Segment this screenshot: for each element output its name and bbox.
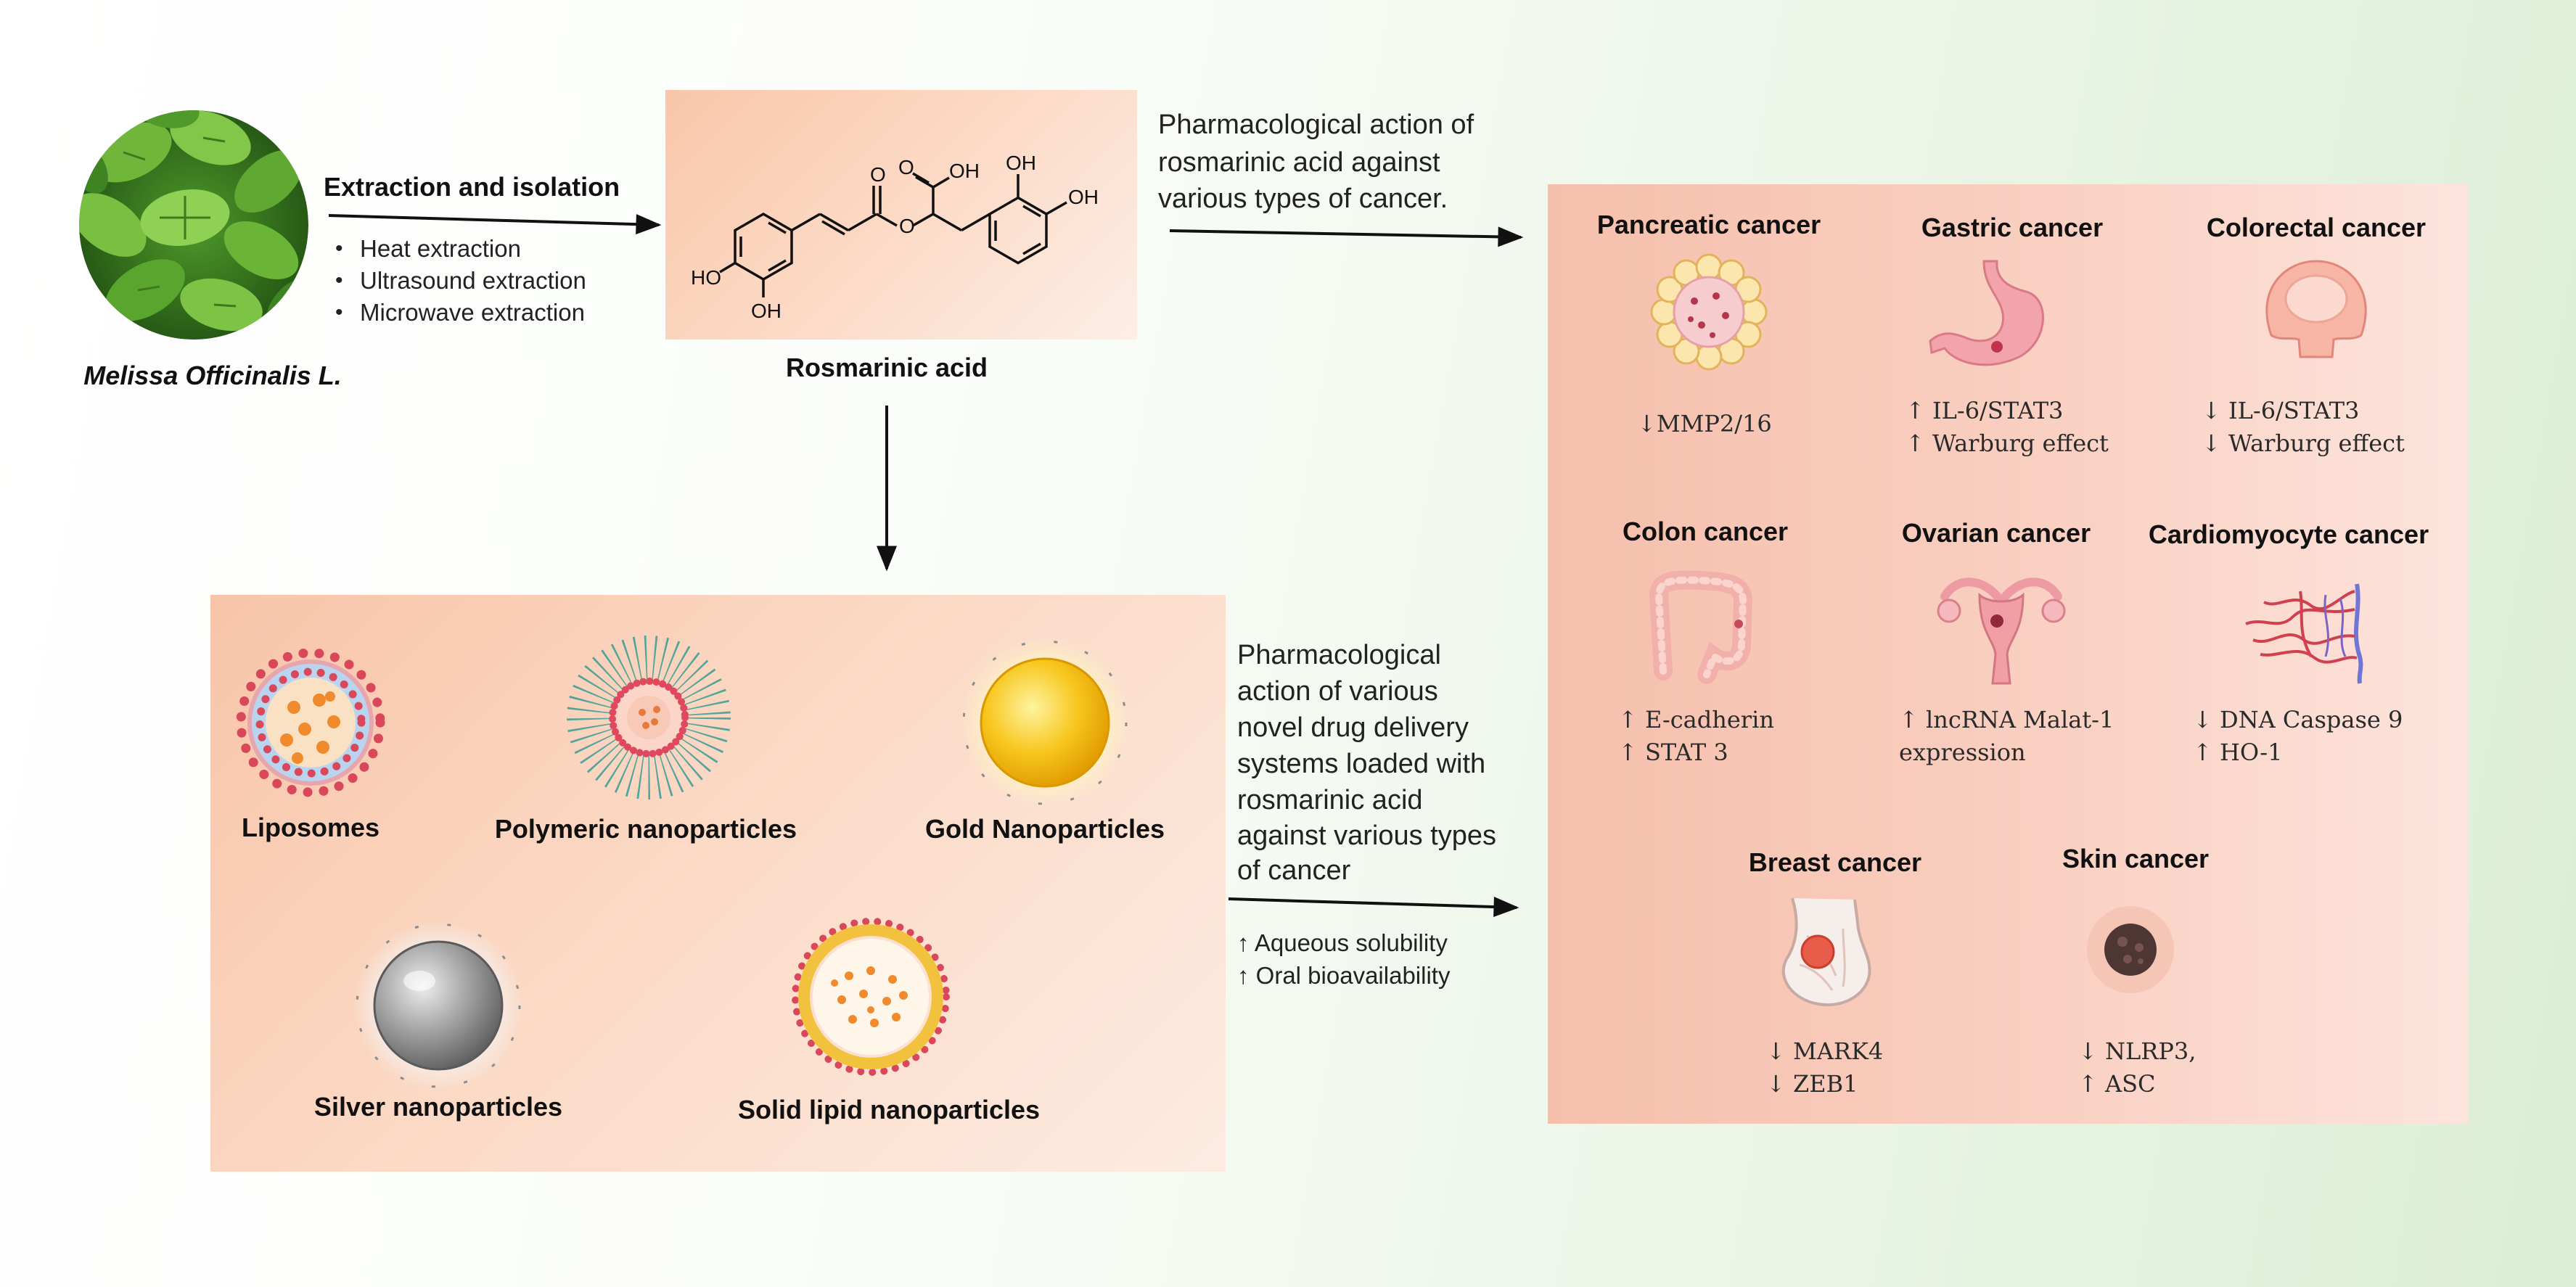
colon-icon xyxy=(1649,570,1753,684)
delivery-action-note-line: against various types xyxy=(1237,821,1496,851)
cancer-title-skin: Skin cancer xyxy=(2062,844,2210,873)
gold-nanoparticle-icon xyxy=(959,637,1131,808)
nanocarrier-label-gold: Gold Nanoparticles xyxy=(924,814,1165,844)
cancer-title-cardiomyocyte: Cardiomyocyte cancer xyxy=(2148,519,2429,549)
structure-label-ho: HO xyxy=(691,266,721,289)
cancer-effect-cardiomyocyte: ↓ DNA Caspase 9 xyxy=(2193,706,2403,733)
delivery-action-note-line: systems loaded with xyxy=(1237,749,1486,779)
cancer-effect-skin: ↑ ASC xyxy=(2078,1070,2156,1098)
pancreatic-cell-icon xyxy=(1650,253,1768,371)
polymeric-nanoparticle-icon xyxy=(567,636,731,799)
nanocarrier-label-liposomes: Liposomes xyxy=(241,813,380,842)
cancer-action-note-line: various types of cancer. xyxy=(1158,184,1448,214)
rosmarinic-acid-panel xyxy=(665,90,1137,340)
structure-label-o-acid: O xyxy=(898,156,914,178)
cancer-effect-colorectal: ↓ IL-6/STAT3 xyxy=(2202,397,2360,424)
cancer-title-gastric: Gastric cancer xyxy=(1921,213,2104,242)
structure-label-o-ester: O xyxy=(899,215,915,237)
nanocarrier-to-cancer-arrow xyxy=(1228,897,1519,918)
cancer-effect-colon: ↑ E-cadherin xyxy=(1618,706,1774,733)
colorectal-tissue-icon xyxy=(2265,260,2367,358)
nanocarrier-label-polymeric: Polymeric nanoparticles xyxy=(494,814,797,844)
nanocarrier-label-silver: Silver nanoparticles xyxy=(313,1092,563,1122)
cancer-title-colon: Colon cancer xyxy=(1622,517,1789,546)
solid-lipid-nanoparticle-icon xyxy=(792,918,950,1076)
cancer-title-ovarian: Ovarian cancer xyxy=(1901,518,2091,548)
nanocarrier-label-solid-lipid: Solid lipid nanoparticles xyxy=(737,1095,1041,1124)
lemon-balm-photo-icon xyxy=(79,110,308,340)
delivery-benefit: ↑ Aqueous solubility xyxy=(1237,929,1448,956)
cancer-action-note-line: Pharmacological action of xyxy=(1158,110,1474,140)
structure-label-oh-3: OH xyxy=(1068,186,1099,208)
cancer-effect-ovarian: ↑ lncRNA Malat-1 xyxy=(1899,706,2114,733)
structure-label-oh-acid: OH xyxy=(949,160,980,182)
compound-name: Rosmarinic acid xyxy=(785,353,988,382)
bullet-icon: • xyxy=(335,268,343,292)
delivery-benefit: ↑ Oral bioavailability xyxy=(1237,962,1451,989)
stomach-icon xyxy=(1929,260,2044,366)
liposome-icon xyxy=(236,648,385,797)
cancer-title-pancreatic: Pancreatic cancer xyxy=(1596,210,1821,239)
bullet-icon: • xyxy=(335,237,343,260)
plant-name: Melissa Officinalis L. xyxy=(83,361,342,390)
skin-lesion-icon xyxy=(2087,906,2174,993)
cardiac-vessels-icon xyxy=(2245,583,2363,684)
structure-label-o-carbonyl: O xyxy=(870,163,886,186)
cancer-effect-ovarian: expression xyxy=(1899,739,2026,766)
delivery-action-note-line: rosmarinic acid xyxy=(1237,785,1423,815)
bullet-icon: • xyxy=(335,300,343,324)
cancer-effect-pancreatic: ↓MMP2/16 xyxy=(1637,410,1772,437)
extraction-method-label: Microwave extraction xyxy=(360,299,585,326)
cancer-effect-colorectal: ↓ Warburg effect xyxy=(2202,429,2405,457)
cancer-effect-colon: ↑ STAT 3 xyxy=(1618,739,1728,766)
cancer-effect-breast: ↓ ZEB1 xyxy=(1766,1070,1858,1098)
delivery-action-note-line: of cancer xyxy=(1237,855,1351,886)
rosmarinic-acid-structure: HO OH O O O OH OH OH xyxy=(691,152,1099,322)
uterus-ovaries-icon xyxy=(1937,577,2066,685)
cancer-effect-skin: ↓ NLRP3, xyxy=(2078,1037,2196,1065)
cancer-effect-cardiomyocyte: ↑ HO-1 xyxy=(2193,739,2283,766)
structure-label-oh-1: OH xyxy=(751,300,782,322)
extraction-method-item: • Heat extraction xyxy=(335,233,586,265)
structure-label-oh-2: OH xyxy=(1006,152,1036,174)
delivery-action-note-line: novel drug delivery xyxy=(1237,712,1469,743)
extraction-arrow xyxy=(328,214,662,235)
extraction-method-label: Heat extraction xyxy=(360,235,521,262)
extraction-method-label: Ultrasound extraction xyxy=(360,267,586,294)
breast-tumor-icon xyxy=(1781,897,1871,1007)
to-cancer-arrow xyxy=(1169,226,1524,247)
extraction-method-list: •Heat extraction •Ultrasound extraction … xyxy=(335,233,586,329)
cancer-title-breast: Breast cancer xyxy=(1748,847,1922,877)
cancer-effect-gastric: ↑ IL-6/STAT3 xyxy=(1906,397,2064,424)
cancer-title-colorectal: Colorectal cancer xyxy=(2206,213,2427,242)
cancer-effect-gastric: ↑ Warburg effect xyxy=(1906,429,2109,457)
delivery-action-note-line: Pharmacological xyxy=(1237,640,1441,670)
cancer-action-note-line: rosmarinic acid against xyxy=(1158,147,1440,178)
extraction-method-item: • Ultrasound extraction xyxy=(335,265,586,297)
delivery-action-note-line: action of various xyxy=(1237,676,1438,707)
cancer-effect-breast: ↓ MARK4 xyxy=(1766,1037,1884,1065)
extraction-title: Extraction and isolation xyxy=(324,172,620,202)
silver-nanoparticle-icon xyxy=(353,920,524,1091)
extraction-method-item: • Microwave extraction xyxy=(335,297,586,329)
